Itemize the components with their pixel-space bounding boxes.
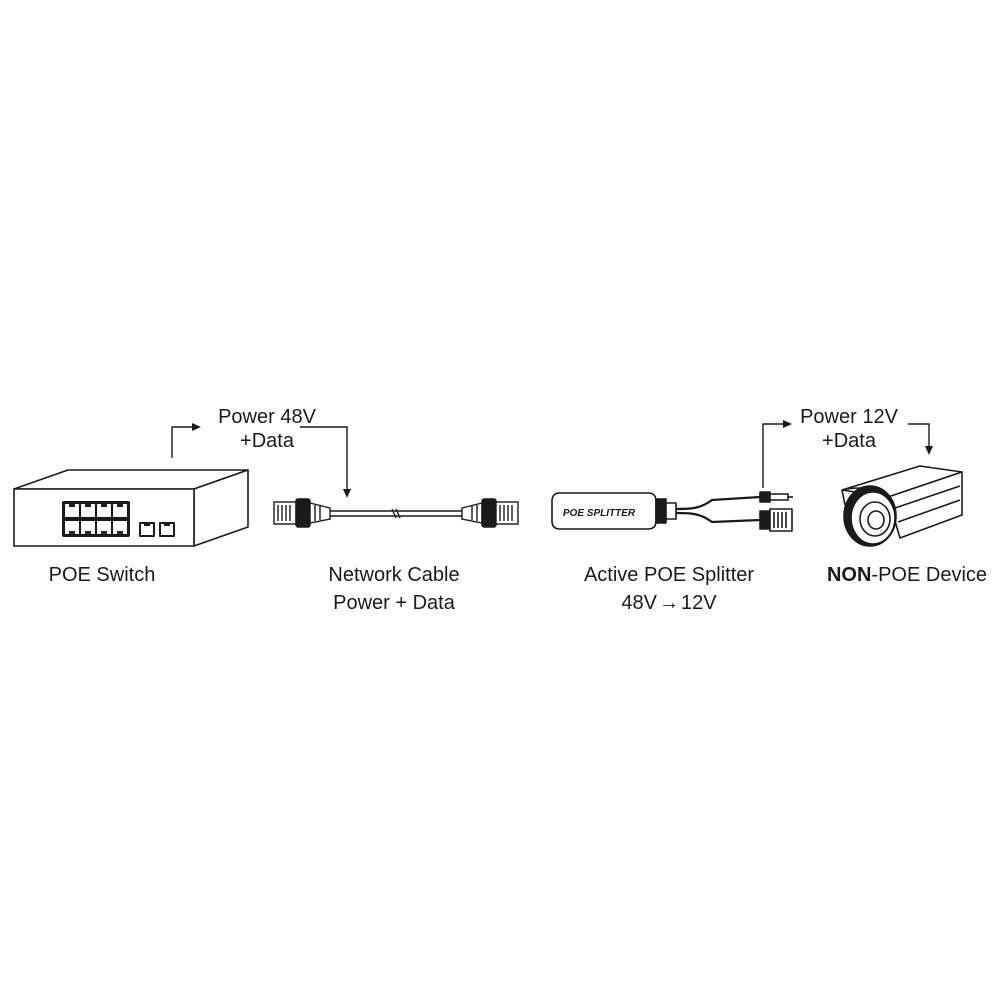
- cable-label-line1: Network Cable: [328, 564, 460, 586]
- network-cable-icon: [273, 498, 519, 528]
- splitter-body-label: POE SPLITTER: [563, 508, 636, 519]
- rj45-plug-right: [461, 498, 519, 528]
- splitter-conversion: 48V→12V: [564, 591, 774, 615]
- arrow-label-12v-line2: +Data: [822, 430, 876, 452]
- arrow-label-12v: Power 12V +Data: [779, 405, 919, 453]
- rj45-plug-left: [273, 498, 331, 528]
- switch-label: POE Switch: [22, 563, 182, 587]
- conversion-to: 12V: [681, 592, 717, 614]
- rj45-output: [759, 508, 793, 532]
- arrow-label-12v-line1: Power 12V: [800, 406, 898, 428]
- poe-splitter-icon: [551, 491, 793, 532]
- dc-plug: [759, 491, 793, 503]
- flow-arrow-12v-down: [908, 423, 933, 455]
- cable-label-line2: Power + Data: [333, 592, 455, 614]
- arrow-label-48v-line1: Power 48V: [218, 406, 316, 428]
- flow-arrow-48v-down: [300, 426, 351, 498]
- device-label-rest: -POE Device: [871, 564, 988, 586]
- arrow-label-48v-line2: +Data: [240, 430, 294, 452]
- flow-arrow-48v: [171, 423, 201, 458]
- conversion-arrow-icon: →: [659, 592, 679, 614]
- poe-switch-icon: [13, 469, 249, 547]
- device-label-bold: NON: [826, 564, 872, 586]
- conversion-from: 48V: [621, 592, 657, 614]
- cable-label: Network Cable Power + Data: [304, 563, 484, 615]
- device-label: NON-POE Device: [810, 563, 1004, 587]
- camera-icon: [841, 465, 963, 547]
- splitter-label: Active POE Splitter 48V→12V: [564, 563, 774, 615]
- arrow-label-48v: Power 48V +Data: [197, 405, 337, 453]
- splitter-label-name: Active POE Splitter: [583, 564, 755, 586]
- flow-arrow-12v: [762, 420, 792, 488]
- switch-label-name: POE Switch: [48, 564, 156, 586]
